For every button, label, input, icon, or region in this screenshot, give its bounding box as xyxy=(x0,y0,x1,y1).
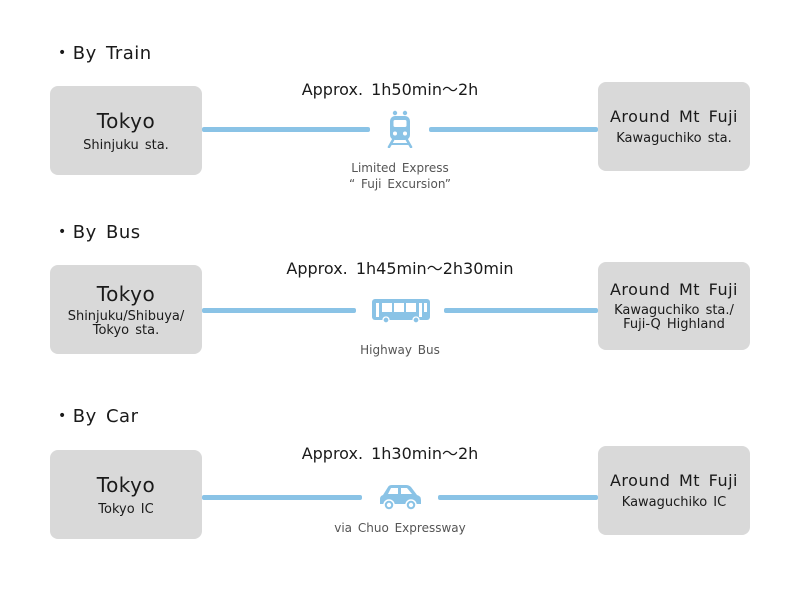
section-title-text: By Bus xyxy=(72,222,141,243)
section-title-car: • By Car xyxy=(58,406,139,427)
origin-station: Shinjuku sta. xyxy=(83,137,169,153)
duration-train: Approx. 1h50min〜2h xyxy=(301,80,479,99)
origin-station: Tokyo IC xyxy=(98,501,154,517)
origin-place: Tokyo xyxy=(96,472,156,497)
duration-bus: Approx. 1h45min〜2h30min xyxy=(286,259,514,278)
train-icon xyxy=(387,110,413,148)
bullet: • xyxy=(58,45,67,61)
destination-station: Kawaguchiko IC xyxy=(621,495,727,510)
bullet: • xyxy=(58,224,67,240)
route-line-right-bus xyxy=(444,308,598,313)
caption-car: via Chuo Expressway xyxy=(334,521,466,535)
car-icon xyxy=(380,485,421,511)
route-line-left-car xyxy=(202,495,362,500)
route-line-left-bus xyxy=(202,308,356,313)
destination-box-car: Around Mt Fuji Kawaguchiko IC xyxy=(598,446,750,535)
destination-station: Kawaguchiko sta./ Fuji-Q Highland xyxy=(614,303,734,332)
origin-box-train: Tokyo Shinjuku sta. xyxy=(50,86,202,175)
destination-box-bus: Around Mt Fuji Kawaguchiko sta./ Fuji-Q … xyxy=(598,262,750,350)
section-title-text: By Train xyxy=(72,43,152,64)
bullet: • xyxy=(58,408,67,424)
origin-station: Shinjuku/Shibuya/ Tokyo sta. xyxy=(67,308,185,338)
route-line-left-train xyxy=(202,127,370,132)
destination-place: Around Mt Fuji xyxy=(609,280,738,299)
route-line-right-car xyxy=(438,495,598,500)
origin-box-car: Tokyo Tokyo IC xyxy=(50,450,202,539)
origin-place: Tokyo xyxy=(96,281,156,306)
destination-station: Kawaguchiko sta. xyxy=(616,131,732,146)
bus-icon xyxy=(372,299,430,324)
destination-place: Around Mt Fuji xyxy=(609,471,738,490)
origin-place: Tokyo xyxy=(96,108,156,133)
route-line-right-train xyxy=(429,127,598,132)
section-title-text: By Car xyxy=(72,406,139,427)
destination-box-train: Around Mt Fuji Kawaguchiko sta. xyxy=(598,82,750,171)
section-title-bus: • By Bus xyxy=(58,222,141,243)
duration-car: Approx. 1h30min〜2h xyxy=(301,444,479,463)
origin-box-bus: Tokyo Shinjuku/Shibuya/ Tokyo sta. xyxy=(50,265,202,354)
caption-train: Limited Express “ Fuji Excursion” xyxy=(348,161,452,191)
caption-bus: Highway Bus xyxy=(360,343,440,357)
destination-place: Around Mt Fuji xyxy=(609,107,738,126)
section-title-train: • By Train xyxy=(58,43,152,64)
